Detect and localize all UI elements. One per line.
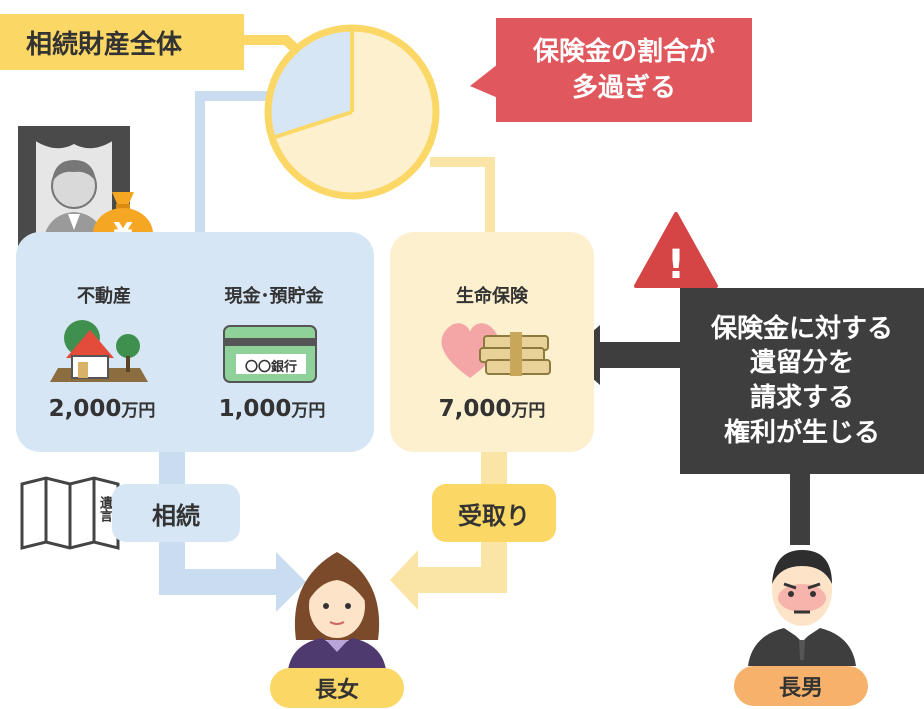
pie-slice-estate <box>267 27 352 138</box>
eldest-daughter-tag: 長女 <box>270 668 404 708</box>
estate-connector <box>195 91 280 236</box>
insurance-label: 生命保険 <box>456 286 528 307</box>
page-title: 相続財産全体 <box>0 14 244 70</box>
real-estate-unit: 万円 <box>121 401 156 421</box>
daughter-icon <box>288 552 386 670</box>
cash-unit: 万円 <box>291 401 326 421</box>
callout-pointer <box>470 64 498 98</box>
will-document-icon: 遺言 <box>20 476 120 552</box>
real-estate-value: 2,000 <box>48 396 122 422</box>
warning-icon: ! <box>634 212 718 288</box>
svg-text:!: ! <box>667 242 685 288</box>
pie-divider-angled <box>271 110 353 140</box>
insurance-connector <box>430 157 495 236</box>
cash-label: 現金･預貯金 <box>224 286 324 307</box>
will-label: 遺言 <box>97 496 112 522</box>
insurance-unit: 万円 <box>511 401 546 421</box>
inheritance-arrow-head <box>276 552 306 612</box>
cash-amount: 1,000万円 <box>192 396 352 422</box>
son-icon <box>748 550 856 666</box>
insurance-panel: 生命保険 7,000万円 <box>390 232 594 452</box>
real-estate-amount: 2,000万円 <box>22 396 182 422</box>
estate-panel: 不動産 現金･預貯金 〇〇銀行 2,000万円 1,000万円 <box>16 232 374 452</box>
son-figure <box>744 536 860 666</box>
insurance-amount: 7,000万円 <box>390 396 594 422</box>
callout-line-2: 多過ぎる <box>571 73 676 103</box>
rights-line-2: 遺留分を <box>749 348 854 379</box>
rights-line-1: 保険金に対する <box>710 313 893 344</box>
cash-value: 1,000 <box>218 396 292 422</box>
forced-share-rights-box: 保険金に対する 遺留分を 請求する 権利が生じる <box>680 288 924 474</box>
receive-pill: 受取り <box>432 484 556 542</box>
rights-line-4: 権利が生じる <box>723 417 880 448</box>
bank-label: 〇〇銀行 <box>244 360 297 375</box>
house-icon <box>44 316 154 386</box>
heart-money-icon <box>434 312 554 384</box>
insurance-ratio-callout: 保険金の割合が 多過ぎる <box>496 18 752 122</box>
callout-line-1: 保険金の割合が <box>532 36 715 67</box>
rights-line-3: 請求する <box>749 383 854 413</box>
eldest-son-tag: 長男 <box>734 666 868 706</box>
receive-arrow-head <box>390 550 418 610</box>
daughter-figure <box>282 540 392 670</box>
bank-book-icon: 〇〇銀行 <box>222 324 318 384</box>
insurance-value: 7,000 <box>438 396 512 422</box>
real-estate-label: 不動産 <box>77 286 131 307</box>
estate-pie-chart <box>264 24 440 200</box>
inheritance-pill: 相続 <box>112 484 240 542</box>
